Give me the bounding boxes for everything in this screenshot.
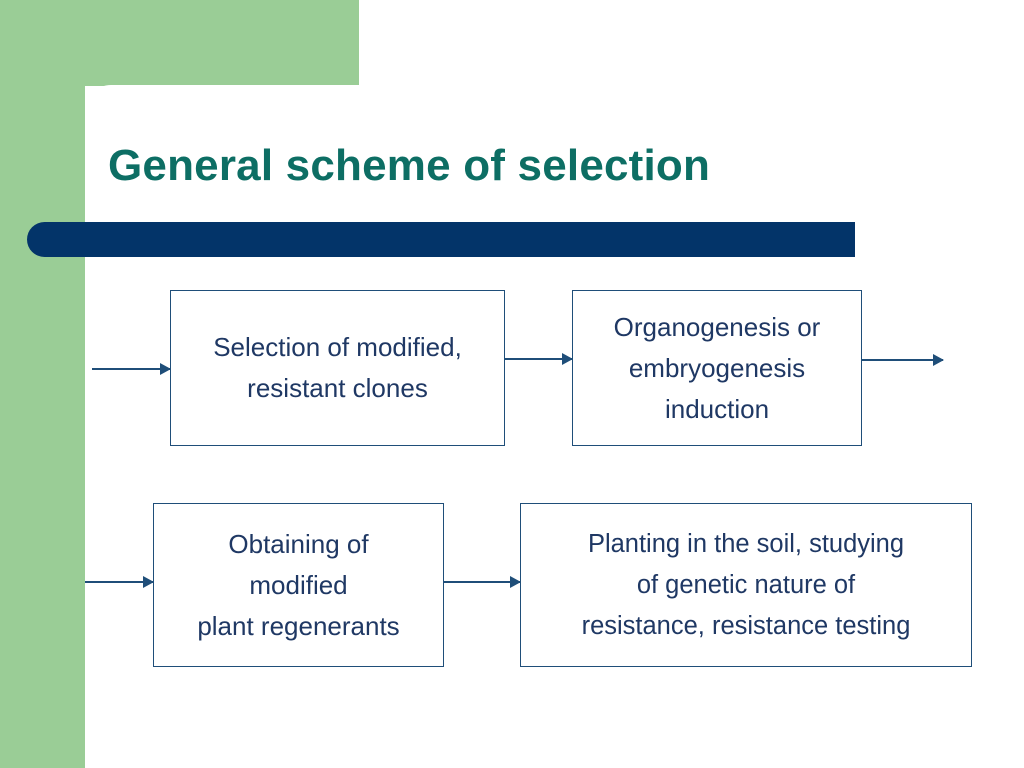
arrow-icon-entry-to-regenerants (85, 576, 154, 588)
flow-box-planting-line-1: Planting in the soil, studying (587, 529, 905, 558)
flow-box-selection-line-1: Selection of modified, (213, 332, 462, 362)
green-header-block (0, 0, 359, 86)
arrow-icon-regenerants-to-planting (444, 576, 521, 588)
arrow-icon-selection-to-organogenesis (505, 353, 573, 365)
flow-box-organogenesis-line-1: Organogenesis or (613, 311, 821, 342)
flow-box-regenerants-text: Obtaining of modified plant regenerants (154, 524, 443, 647)
flow-box-regenerants-line-2: modified (249, 569, 348, 600)
flow-box-organogenesis-line-3: induction (664, 393, 770, 424)
flow-box-organogenesis-text: Organogenesis or embryogenesis induction (573, 307, 861, 430)
flow-box-selection: Selection of modified, resistant clones (170, 290, 505, 446)
flow-box-selection-text: Selection of modified, resistant clones (171, 327, 504, 409)
flow-box-planting-line-2: of genetic nature of (636, 570, 856, 599)
arrow-icon-entry-to-selection (92, 363, 171, 375)
page-title: General scheme of selection (108, 141, 711, 190)
arrow-icon-organogenesis-to-exit (862, 354, 944, 366)
green-side-strip (0, 86, 85, 768)
flow-box-organogenesis-line-2: embryogenesis (628, 352, 806, 383)
flow-box-regenerants: Obtaining of modified plant regenerants (153, 503, 444, 667)
flow-box-regenerants-line-3: plant regenerants (197, 610, 400, 641)
flow-box-regenerants-line-1: Obtaining of (228, 528, 369, 559)
flow-box-planting-text: Planting in the soil, studying of geneti… (521, 524, 971, 647)
flow-box-organogenesis: Organogenesis or embryogenesis induction (572, 290, 862, 446)
flow-box-selection-line-2: resistant clones (247, 373, 428, 403)
flow-box-planting: Planting in the soil, studying of geneti… (520, 503, 972, 667)
title-underline-bar (27, 222, 855, 257)
flow-box-planting-line-3: resistance, resistance testing (581, 611, 911, 640)
